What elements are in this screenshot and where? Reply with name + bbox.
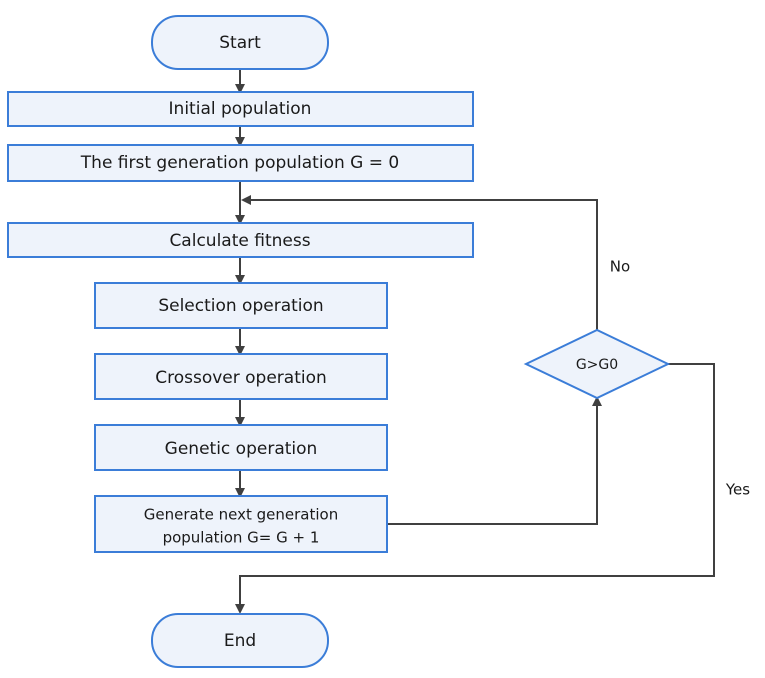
edge-label-no: No [610,258,630,276]
decision-diamond: G>G0 [523,328,671,400]
arrow-generate-to-decision [388,396,602,525]
arrow-decision-no-loop [241,195,598,330]
connectors [235,69,715,614]
edge-label-yes: Yes [725,481,750,499]
initial-population-box: Initial population [7,91,474,127]
selection-operation-box: Selection operation [94,282,388,329]
arrow-decision-yes-to-end [235,363,715,614]
calculate-fitness-box: Calculate fitness [7,222,474,258]
genetic-operation-box: Genetic operation [94,424,388,471]
crossover-operation-label: Crossover operation [155,368,327,388]
initial-population-label: Initial population [169,99,312,119]
end-terminal: End [151,613,329,668]
generate-next-generation-label-line1: Generate next generation [144,506,338,524]
selection-operation-label: Selection operation [158,296,323,316]
start-terminal: Start [151,15,329,70]
calculate-fitness-label: Calculate fitness [169,231,310,251]
crossover-operation-box: Crossover operation [94,353,388,400]
first-generation-box: The first generation population G = 0 [7,144,474,182]
genetic-operation-label: Genetic operation [165,439,318,459]
generate-next-generation-box: Generate next generation population G= G… [94,495,388,553]
generate-next-generation-label-line2: population G= G + 1 [163,529,320,547]
end-label: End [224,631,256,651]
first-generation-label: The first generation population G = 0 [80,153,399,173]
decision-label: G>G0 [576,357,618,373]
start-label: Start [219,33,261,53]
